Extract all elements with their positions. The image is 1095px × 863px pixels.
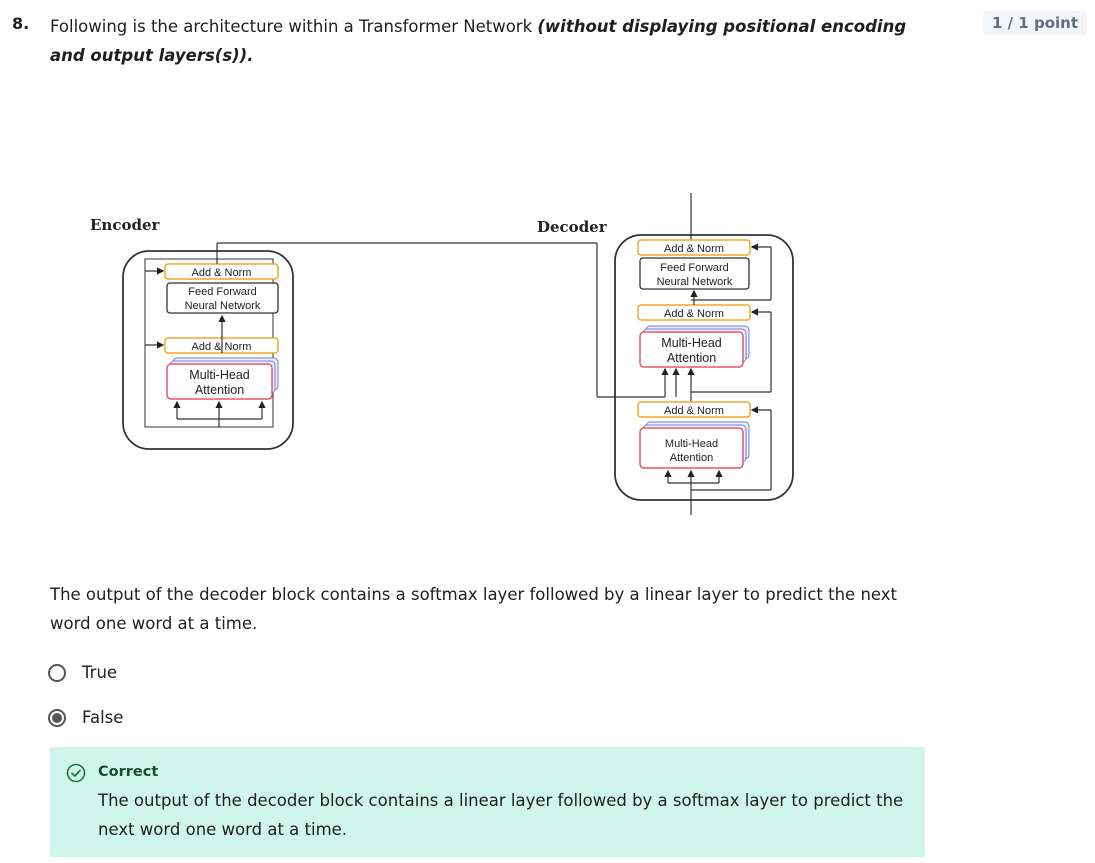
encoder-ffn-line2: Neural Network [185, 300, 261, 312]
question-prompt: The output of the decoder block contains… [50, 585, 898, 633]
decoder-mha2-line1: Multi-Head [665, 438, 718, 450]
question-text: Following is the architecture within a T… [50, 12, 930, 70]
decoder-title: Decoder [537, 218, 608, 236]
radio-selected-icon[interactable] [48, 708, 66, 727]
decoder-ffn-line1: Feed Forward [660, 262, 728, 274]
encoder-mha-line1: Multi-Head [189, 368, 249, 382]
option-false[interactable]: False [48, 708, 123, 727]
encoder-block: Add & Norm Feed Forward Neural Network A… [122, 242, 665, 450]
option-true[interactable]: True [48, 663, 117, 682]
decoder-mha1-line1: Multi-Head [661, 336, 721, 350]
encoder-ffn-line1: Feed Forward [188, 286, 256, 298]
question-text-emphasis: (without displaying positional encoding … [50, 17, 907, 65]
question-text-plain: Following is the architecture within a T… [50, 17, 538, 36]
points-badge: 1 / 1 point [982, 11, 1087, 35]
encoder-add-norm-1: Add & Norm [192, 267, 252, 279]
decoder-mha1-line2: Attention [667, 351, 716, 365]
decoder-add-norm-3: Add & Norm [664, 405, 724, 417]
transformer-architecture-diagram: Encoder Decoder Add & Norm Feed Forward … [85, 185, 805, 525]
radio-unselected-icon[interactable] [48, 663, 66, 682]
decoder-ffn-line2: Neural Network [657, 276, 733, 288]
decoder-block: Add & Norm Feed Forward Neural Network A… [614, 193, 794, 515]
check-circle-icon [66, 763, 86, 783]
encoder-title: Encoder [90, 216, 161, 234]
feedback-status: Correct [98, 764, 159, 780]
feedback-panel: Correct The output of the decoder block … [50, 747, 925, 857]
option-label: False [82, 708, 124, 727]
option-label: True [82, 663, 118, 682]
decoder-add-norm-1: Add & Norm [664, 243, 724, 255]
encoder-mha-line2: Attention [195, 383, 244, 397]
feedback-explanation: The output of the decoder block contains… [98, 791, 904, 839]
decoder-add-norm-2: Add & Norm [664, 308, 724, 320]
question-number: 8. [12, 14, 30, 33]
decoder-mha2-line2: Attention [670, 452, 713, 464]
